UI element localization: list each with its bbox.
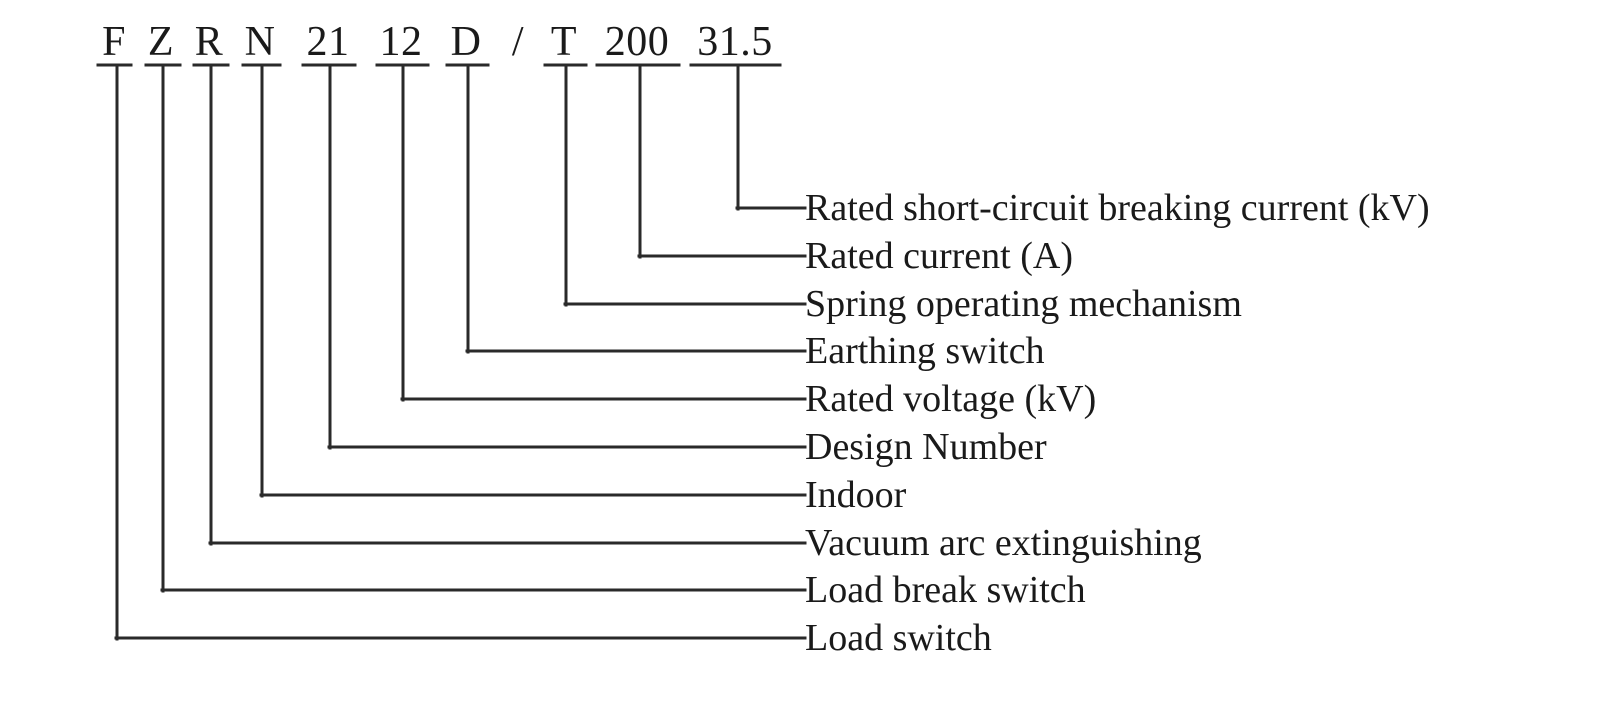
label-indoor: Indoor — [805, 474, 907, 516]
code-segment-slash: / — [511, 19, 525, 65]
label-earthing-switch: Earthing switch — [805, 330, 1045, 372]
label-load-switch: Load switch — [805, 617, 992, 659]
code-segment-F: F — [102, 19, 126, 65]
code-segment-R: R — [194, 19, 224, 65]
code-segment-T: T — [550, 19, 578, 65]
label-rated-short-circuit-breaking-current: Rated short-circuit breaking current (kV… — [805, 187, 1430, 229]
code-segment-Z: Z — [147, 19, 175, 65]
label-rated-current: Rated current (A) — [805, 235, 1073, 277]
code-segment-31.5: 31.5 — [697, 19, 773, 65]
label-vacuum-arc-extinguishing: Vacuum arc extinguishing — [805, 522, 1202, 564]
code-segment-D: D — [450, 19, 482, 65]
label-rated-voltage: Rated voltage (kV) — [805, 378, 1097, 420]
label-spring-operating-mechanism: Spring operating mechanism — [805, 283, 1242, 325]
code-segment-12: 12 — [379, 19, 423, 65]
code-segment-200: 200 — [604, 19, 670, 65]
code-segment-21: 21 — [306, 19, 350, 65]
label-design-number: Design Number — [805, 426, 1047, 468]
label-load-break-switch: Load break switch — [805, 569, 1086, 611]
code-segment-N: N — [244, 19, 276, 65]
